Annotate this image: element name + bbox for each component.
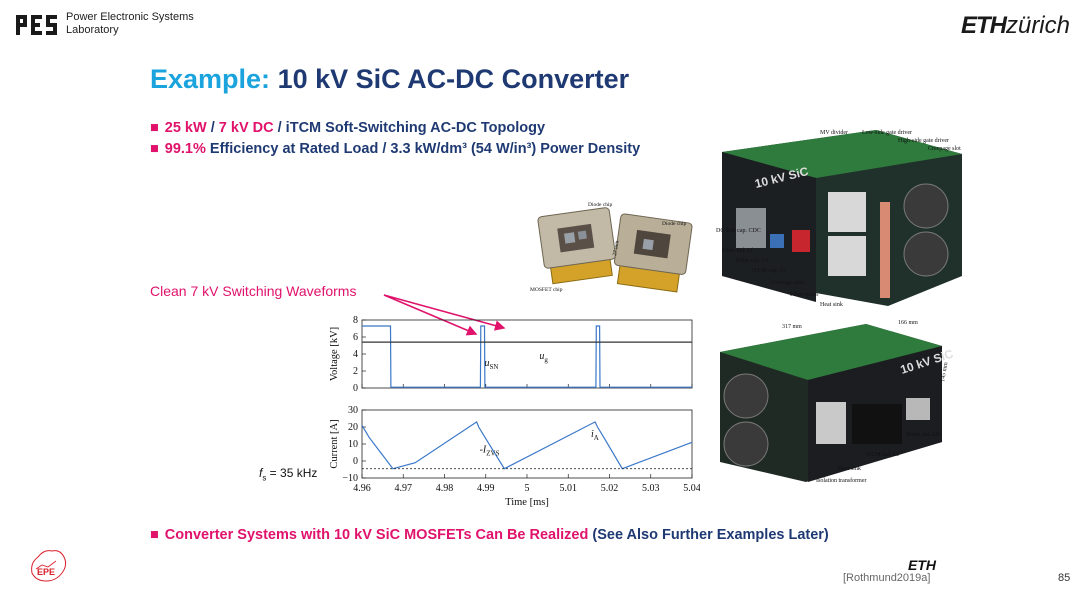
- reference: [Rothmund2019a]: [843, 572, 931, 584]
- y-axis-label: Current [A]: [329, 419, 340, 468]
- svg-text:Isolation transformer: Isolation transformer: [816, 477, 866, 484]
- annotation-A: iA: [591, 429, 599, 442]
- svg-text:MOSFET chip: MOSFET chip: [530, 287, 563, 293]
- org-name: Power Electronic Systems Laboratory: [66, 11, 216, 37]
- svg-text:Creepage slots: Creepage slots: [770, 280, 806, 286]
- svg-text:iTCM cap. Cs: iTCM cap. Cs: [752, 268, 786, 274]
- ytick-label: 20: [348, 422, 358, 433]
- annotation-g: ug: [539, 351, 548, 364]
- svg-text:Creepage slot: Creepage slot: [928, 146, 961, 152]
- converter-photo-top: 10 kV SiC MV divider Low-side gate drive…: [716, 130, 962, 308]
- xtick-label: 4.98: [436, 483, 454, 494]
- x-axis-label: Time [ms]: [505, 497, 549, 508]
- plot-frame-1: [361, 409, 693, 479]
- annotation-ZVS: -IZVS: [480, 445, 500, 458]
- page-number: 85: [1058, 572, 1071, 584]
- title-accent: Example:: [150, 64, 271, 94]
- xtick-label: 5.01: [560, 483, 578, 494]
- annotation-SN: uSN: [485, 358, 499, 371]
- waveform-arrows: [383, 294, 506, 336]
- switching-frequency-label: fs = 35 kHz: [259, 466, 318, 483]
- title-main: 10 kV SiC AC-DC Converter: [277, 64, 630, 94]
- arrow-to-falling-edge: [383, 294, 478, 336]
- svg-text:Boost ind. LB: Boost ind. LB: [906, 432, 940, 438]
- arrow-to-rising-edge: [383, 294, 506, 331]
- svg-text:MV divider: MV divider: [820, 130, 848, 136]
- y-axis-label: Voltage [kV]: [329, 327, 340, 381]
- ytick-label: 0: [353, 383, 358, 394]
- svg-text:166 mm: 166 mm: [898, 320, 918, 326]
- svg-text:Filter cap. Cf: Filter cap. Cf: [736, 257, 768, 264]
- sic-chip-photo: Diode chip Diode chip MOSFET chip 27 mm: [528, 198, 700, 300]
- svg-text:27 mm: 27 mm: [612, 239, 621, 256]
- xtick-label: 5.04: [683, 483, 700, 494]
- svg-text:Low-side gate driver: Low-side gate driver: [862, 130, 912, 136]
- bullet-topology: ■25 kW / 7 kV DC / iTCM Soft-Switching A…: [150, 120, 546, 136]
- ytick-label: 10: [348, 439, 358, 450]
- bullet-efficiency: ■99.1% Efficiency at Rated Load / 3.3 kW…: [150, 141, 641, 157]
- xtick-label: 5: [525, 483, 530, 494]
- eth-small-logo: ETH: [908, 557, 936, 573]
- xtick-label: 4.99: [477, 483, 495, 494]
- bullet-conclusion: ■Converter Systems with 10 kV SiC MOSFET…: [150, 527, 829, 543]
- bullet-square-icon: ■: [150, 120, 159, 136]
- xtick-label: 5.03: [642, 483, 660, 494]
- svg-text:EPE: EPE: [37, 567, 55, 577]
- eth-zurich-logo: ETHzürich: [960, 12, 1070, 39]
- ytick-label: 0: [353, 456, 358, 467]
- org-name-line2: Laboratory: [66, 24, 119, 36]
- ytick-label: 6: [353, 332, 358, 343]
- xtick-label: 5.02: [601, 483, 619, 494]
- plot-frame-0: [361, 319, 693, 389]
- ytick-label: 4: [353, 349, 358, 360]
- xtick-label: 4.96: [353, 483, 371, 494]
- svg-text:Filter ind. Lf: Filter ind. Lf: [722, 247, 753, 254]
- svg-text:317 mm: 317 mm: [782, 324, 802, 330]
- ytick-label: 2: [353, 366, 358, 377]
- series-iA: [361, 420, 693, 470]
- svg-text:Diode chip: Diode chip: [588, 202, 613, 208]
- converter-photo-bottom: 10 kV SiC 317 mm 166 mm 145 mm Boost ind…: [720, 320, 955, 484]
- pes-logo: [16, 15, 57, 35]
- svg-text:145 mm: 145 mm: [940, 361, 949, 382]
- epe-logo: EPE: [31, 550, 67, 582]
- svg-text:High-side gate driver: High-side gate driver: [898, 138, 949, 144]
- svg-text:DC-link cap. CDC: DC-link cap. CDC: [716, 228, 761, 234]
- svg-text:Diode chip: Diode chip: [662, 221, 687, 227]
- waveform-label: Clean 7 kV Switching Waveforms: [150, 283, 357, 299]
- bullet-square-icon: ■: [150, 527, 159, 543]
- org-name-line1: Power Electronic Systems: [66, 11, 194, 23]
- bullet-square-icon: ■: [150, 141, 159, 157]
- ytick-label: 30: [348, 405, 358, 416]
- ytick-label: −10: [342, 473, 358, 484]
- slide-title: Example: 10 kV SiC AC-DC Converter: [150, 64, 629, 95]
- svg-text:Heat sink: Heat sink: [838, 466, 861, 472]
- svg-text:Heat sink: Heat sink: [820, 302, 843, 308]
- svg-text:Fiber optics: Fiber optics: [790, 292, 819, 298]
- series-uSN: [362, 325, 692, 388]
- ytick-label: 8: [353, 315, 358, 326]
- xtick-label: 4.97: [395, 483, 413, 494]
- svg-text:iTCM ind. Ls: iTCM ind. Ls: [866, 452, 900, 458]
